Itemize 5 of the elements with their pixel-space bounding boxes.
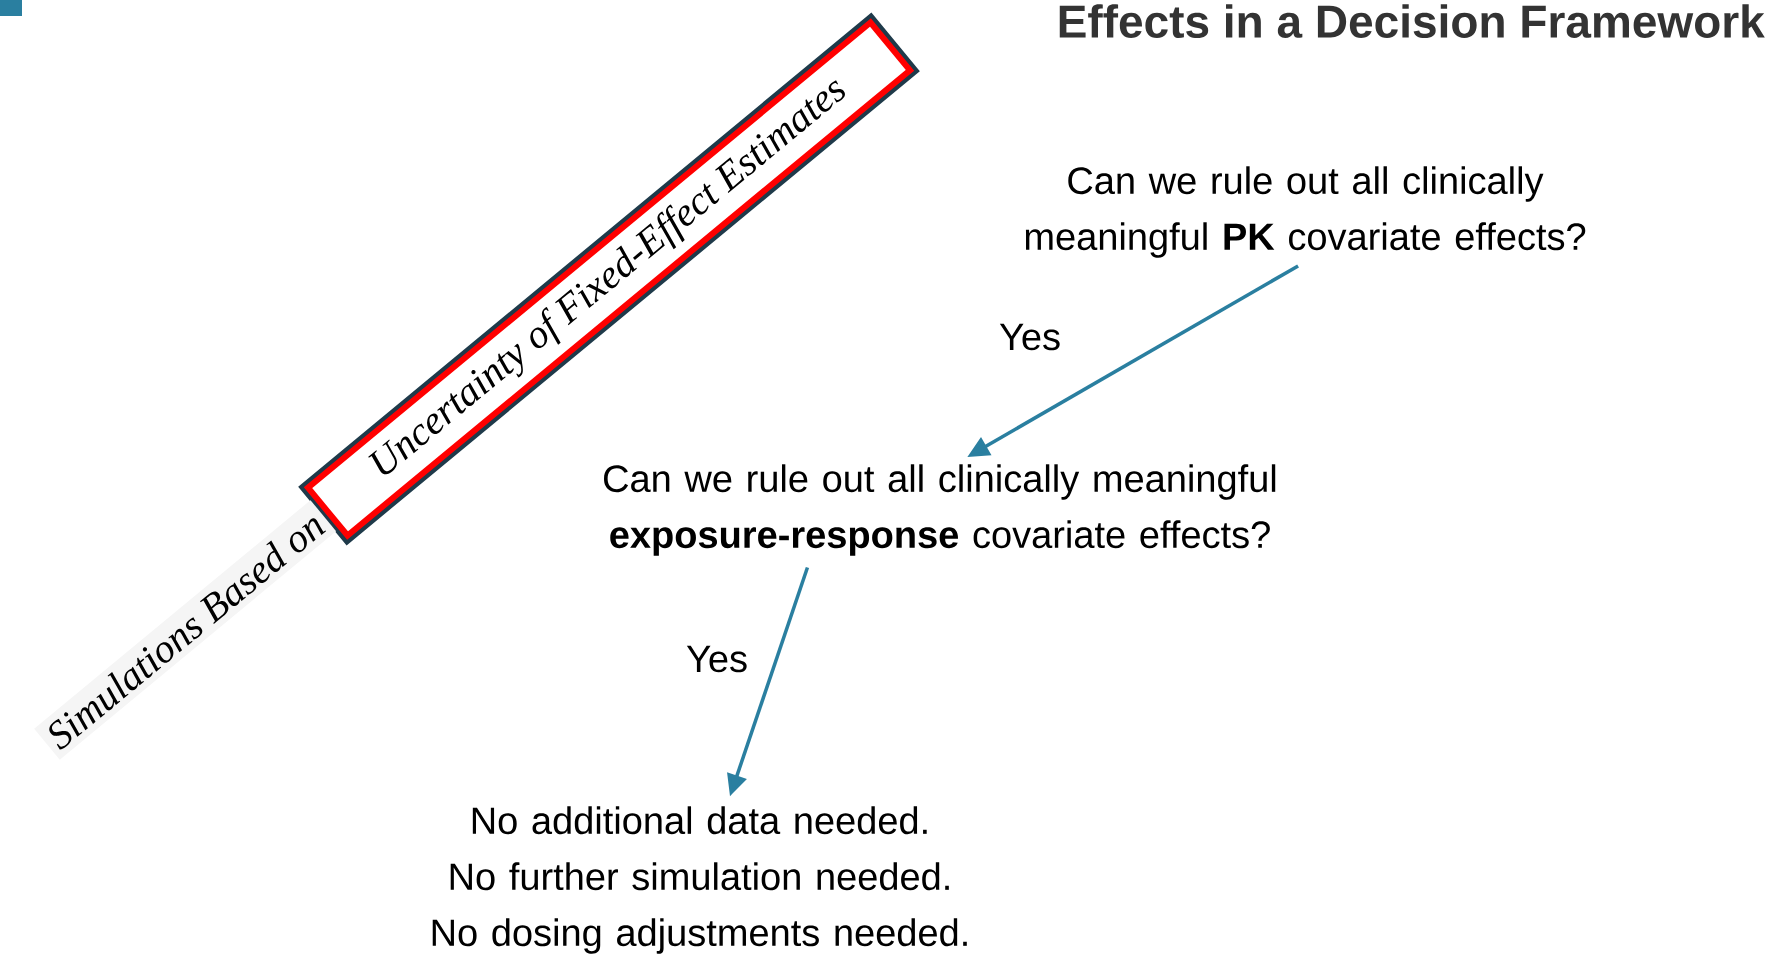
edge-label: Yes: [683, 642, 751, 676]
title: Effects in a Decision Framework: [1059, 4, 1765, 38]
question-text: Can we rule out all clinically meaningful PK covariate effects?: [1025, 166, 1586, 258]
result-text: No additional data needed. No further simulation needed. No dosing adjustments needed.: [432, 806, 967, 954]
edge-label: Yes: [996, 320, 1064, 354]
